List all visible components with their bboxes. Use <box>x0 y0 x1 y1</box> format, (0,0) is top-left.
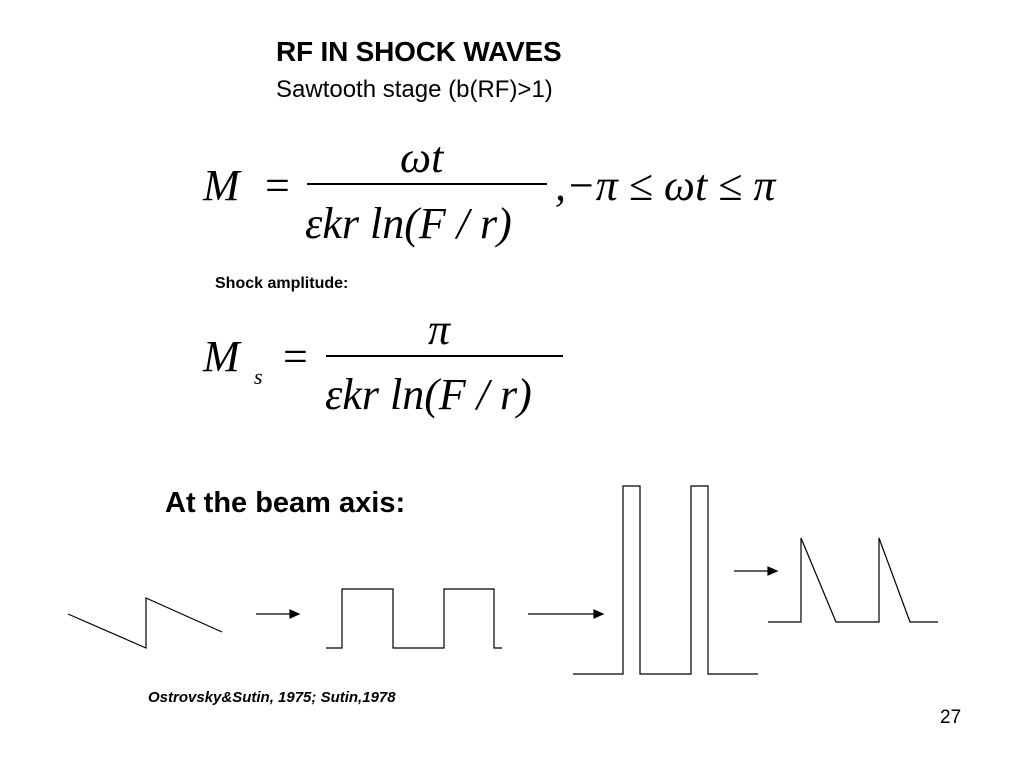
formula2-subscript: s <box>254 364 263 389</box>
arrow-icon <box>734 566 779 576</box>
formula2-denominator: εkr ln(F / r) <box>325 370 532 419</box>
formula1-condition: ,−π ≤ ωt ≤ π <box>555 161 776 210</box>
beam-axis-label: At the beam axis: <box>165 487 406 519</box>
formula1-eq: = <box>265 161 290 210</box>
slide-subtitle: Sawtooth stage (b(RF)>1) <box>276 76 553 103</box>
slide-title: RF IN SHOCK WAVES <box>276 36 562 67</box>
square-wave <box>326 588 502 649</box>
shock-amplitude-label: Shock amplitude: <box>215 275 349 292</box>
page-number: 27 <box>940 707 962 728</box>
arrow-icon <box>528 609 605 619</box>
formula1-lhs: M <box>203 161 240 210</box>
sawtooth-wave <box>67 597 223 649</box>
formula2-numerator: π <box>428 305 451 354</box>
formula1-denominator: εkr ln(F / r) <box>305 199 512 248</box>
formula2-eq: = <box>283 332 308 381</box>
formula2-lhs: M <box>203 332 240 381</box>
triangular-pulse-wave <box>768 537 938 623</box>
citation: Ostrovsky&Sutin, 1975; Sutin,1978 <box>148 689 396 706</box>
tall-pulse-wave <box>573 485 758 675</box>
arrow-icon <box>256 609 301 619</box>
formula1-numerator: ωt <box>400 133 444 182</box>
